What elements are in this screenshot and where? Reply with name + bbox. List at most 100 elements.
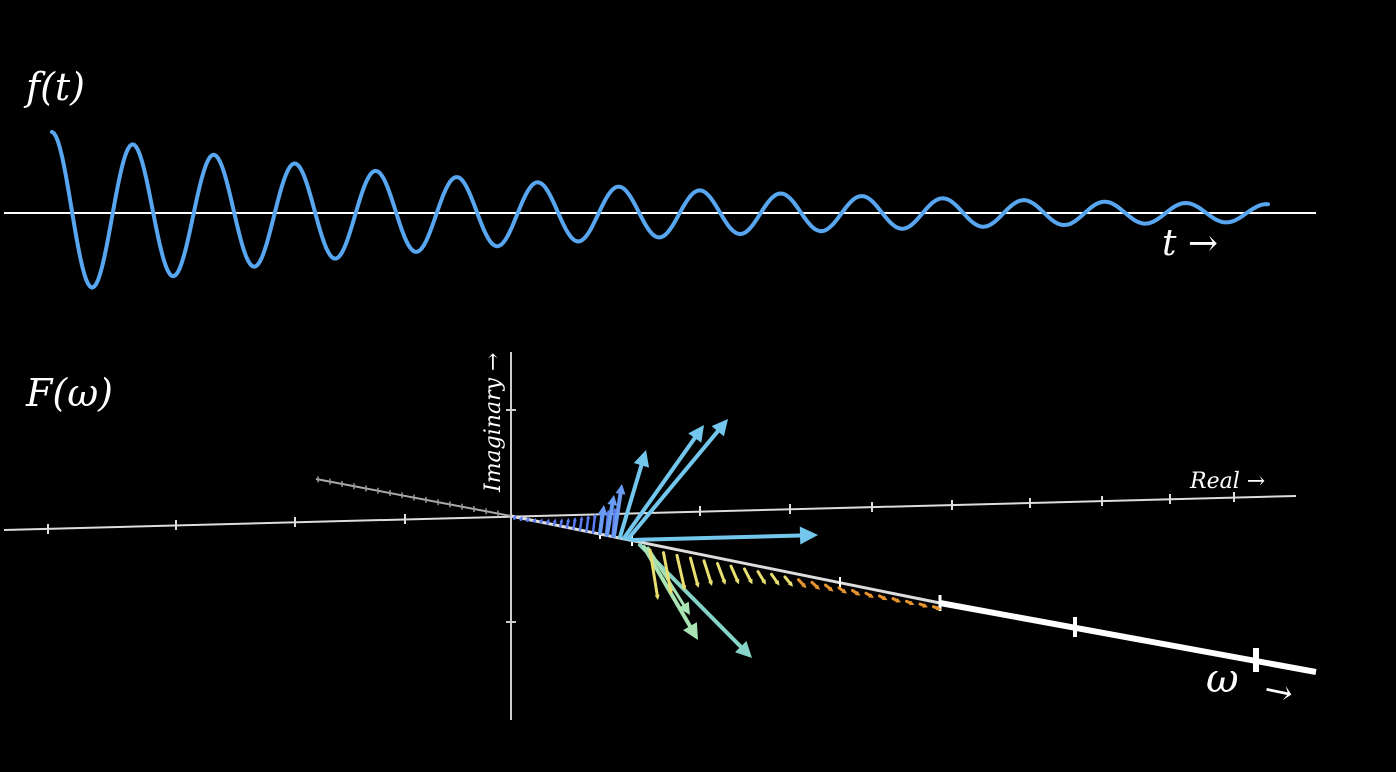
omega-axis-arrow: → [1260,669,1296,714]
omega-axis-front [939,600,1317,675]
spectrum-vector-head [735,641,752,658]
spectrum-vector-shaft [729,564,739,582]
spectrum-vector-head [566,517,571,523]
spectrum-vector-shaft [622,436,697,540]
spectrum-vector-shaft [591,516,596,534]
real-axis-label: Real → [1189,469,1265,494]
spectrum-vector-shaft [689,556,699,585]
imaginary-axis-label: Imaginary → [481,353,506,493]
spectrum-vector-shaft [630,533,803,542]
spectrum-vector-shaft [565,520,570,529]
spectrum-vector-head [597,505,608,516]
spectrum-vector-shaft [702,559,712,583]
spectrum-vector-shaft [932,605,939,610]
spectrum-vector-head [612,507,617,512]
spectrum-vector-shaft [878,594,885,600]
spectrum-vector-shaft [675,553,686,588]
frequency-signal-title: F(ω) [25,371,113,415]
spectrum-vector-shaft [716,562,726,582]
spectrum-vector-shaft [626,429,720,541]
spectrum-vector-shaft [559,520,563,528]
spectrum-vector-head [592,513,597,518]
spectrum-vector-head [654,594,660,600]
spectrum-vector-shaft [578,518,583,532]
spectrum-vector-head [607,495,618,506]
spectrum-vector-head [854,590,861,596]
spectrum-vector-shaft [851,589,858,595]
spectrum-vector-head [868,593,874,598]
spectrum-vector-head [668,589,674,595]
spectrum-vector-head [512,515,516,520]
spectrum-vector-shaft [585,517,590,533]
spectrum-vectors [512,419,942,658]
spectrum-vector-shaft [605,502,615,537]
spectrum-vector-head [881,595,888,601]
spectrum-vector-shaft [891,597,898,602]
spectrum-vector-shaft [618,463,644,539]
frequency-domain-panel: F(ω) Imaginary → Real → ω → [3,352,1317,720]
spectrum-vector-shaft [837,586,845,593]
spectrum-vector-shaft [552,521,556,527]
spectrum-vector-shaft [648,548,659,597]
spectrum-vector-shaft [783,575,792,585]
spectrum-vector-shaft [905,599,912,605]
spectrum-vector-head [721,579,727,585]
spectrum-vector-head [774,580,780,586]
spectrum-vector-head [579,516,584,521]
spectrum-vector-head [572,516,577,522]
spectrum-vector-head [683,622,698,640]
spectrum-vector-head [678,601,690,615]
spectrum-vector-head [545,518,550,523]
time-axis-label: t → [1162,223,1218,264]
spectrum-vector-shaft [646,546,686,607]
spectrum-vector-shaft [572,519,577,530]
spectrum-vector-shaft [612,491,623,538]
spectrum-vector-head [708,580,713,586]
spectrum-vector-head [615,484,626,495]
time-domain-panel: f(t) t → [4,65,1316,290]
spectrum-vector-head [539,518,543,523]
spectrum-vector-head [801,582,807,589]
spectrum-vector-shaft [598,512,605,535]
omega-axis-label: ω [1206,656,1239,702]
omega-axis-mid [510,514,941,605]
spectrum-vector-head [525,517,530,522]
real-axis-ticks [47,492,1235,534]
spectrum-vector-shaft [756,570,765,583]
spectrum-vector-head [532,517,537,523]
spectrum-vector-head [761,579,766,585]
spectrum-vector-head [814,584,820,590]
spectrum-vector-shaft [824,583,832,590]
spectrum-vector-head [922,603,928,608]
spectrum-vector-head [633,450,650,468]
spectrum-vector-head [841,588,847,594]
spectrum-vector-head [586,514,591,520]
spectrum-vector-shaft [797,578,805,587]
spectrum-vector-shaft [743,567,752,582]
time-signal-title: f(t) [23,65,85,109]
spectrum-vector-head [559,518,564,523]
spectrum-vector-head [908,600,915,606]
spectrum-vector-head [688,425,704,443]
spectrum-vector-head [552,518,557,523]
spectrum-vector-head [681,585,687,591]
spectrum-vector-shaft [810,580,818,588]
damped-oscillation-curve [50,130,1270,290]
spectrum-vector-head [747,578,753,585]
spectrum-vector-head [895,598,901,603]
spectrum-vector-shaft [918,602,925,607]
spectrum-vector-head [828,586,834,592]
imaginary-axis-ticks [506,409,516,623]
spectrum-vector-head [518,516,523,521]
spectrum-vector-head [734,578,740,585]
spectrum-vector-head [694,582,700,588]
spectrum-vector-shaft [770,572,779,584]
spectrum-vector-shaft [662,551,673,592]
spectrum-vector-head [787,581,793,587]
spectrum-vector-head [799,526,818,545]
spectrum-vector-shaft [864,591,872,597]
spectrum-vector-head [711,419,728,437]
spectrum-vector-head [935,605,942,611]
